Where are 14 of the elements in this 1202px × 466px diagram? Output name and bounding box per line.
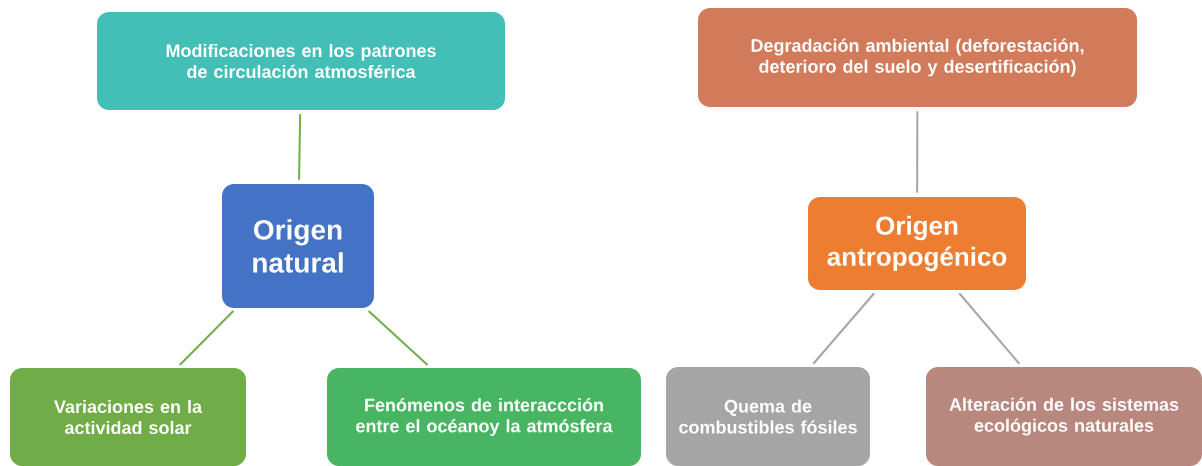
topic-box: Degradación ambiental (deforestación, deterioro del suelo y desertificación) xyxy=(698,8,1137,107)
topic-box: Quema de combustibles fósiles xyxy=(666,367,870,466)
topic-box: Variaciones en la actividad solar xyxy=(10,368,246,466)
topic-box: Modificaciones en los patrones de circulación atmosférica xyxy=(97,12,505,110)
topic-box: Fenómenos de interaccción entre el océanoy la atmósfera xyxy=(327,368,641,466)
central-box: Origen antropogénico xyxy=(808,197,1026,290)
topic-box: Alteración de los sistemas ecológicos naturales xyxy=(926,367,1202,466)
connector-line xyxy=(958,292,1021,365)
connector-line xyxy=(298,113,302,181)
connector-line xyxy=(178,310,235,366)
connector-line xyxy=(367,309,429,367)
connector-line xyxy=(812,292,876,365)
connector-line xyxy=(916,110,919,194)
central-box: Origen natural xyxy=(222,184,374,308)
